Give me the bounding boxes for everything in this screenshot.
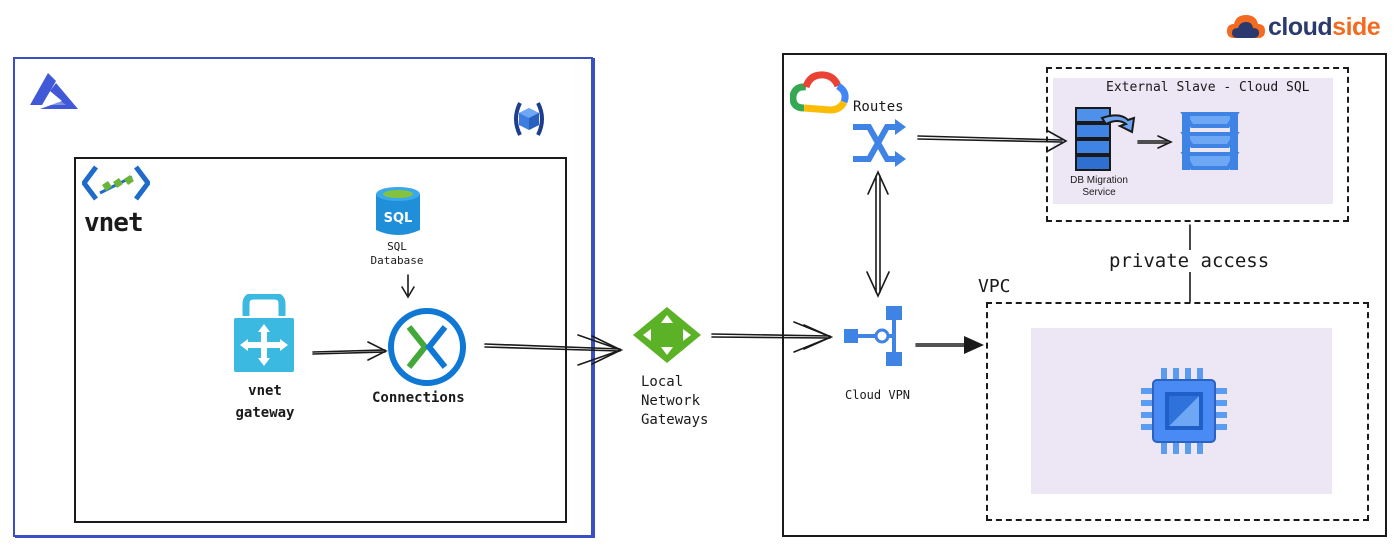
vpc-boundary (986, 302, 1369, 521)
azure-subscription-frame (13, 57, 593, 537)
dms-line2: Service (1082, 187, 1116, 198)
vnet-boundary (74, 157, 567, 523)
vnet-label: vnet (84, 208, 144, 238)
dms-line1: DB Migration (1070, 175, 1128, 186)
azure-logo-icon (30, 73, 78, 109)
google-cloud-logo-icon (790, 71, 849, 114)
routes-label: Routes (853, 99, 904, 115)
brand-part1: cloud (1268, 13, 1333, 41)
cloudside-wordmark: cloudside (1268, 13, 1381, 42)
private-access-label: private access (1107, 250, 1272, 272)
brand-part2: side (1332, 13, 1381, 41)
lng-line2: Network (641, 393, 701, 409)
vpc-label: VPC (978, 276, 1011, 297)
arrow-routes-to-dms (917, 130, 1068, 152)
arrow-gateway-to-connections (312, 341, 388, 361)
db-migration-service-icon (1075, 107, 1136, 171)
arrow-dms-to-cloud-sql (1137, 135, 1173, 149)
gcp-project-frame (782, 53, 1387, 537)
external-slave-label: External Slave - Cloud SQL (1106, 80, 1310, 95)
local-network-gateways-label: Local Network Gateways (641, 373, 708, 430)
lng-line3: Gateways (641, 412, 709, 428)
cloudside-logo-icon (1227, 15, 1265, 38)
arrow-sql-to-connections (401, 274, 415, 299)
external-slave-boundary (1046, 67, 1349, 222)
cloud-vpn-label: Cloud VPN (845, 388, 911, 402)
sql-caption-line1: SQL (387, 240, 407, 253)
connections-label: Connections (372, 390, 465, 406)
vnet-gateway-icon (234, 294, 294, 372)
compute-engine-icon (1141, 368, 1227, 454)
arrow-routes-cloud-vpn (866, 170, 890, 298)
sql-database-label: SQL Database (368, 240, 426, 268)
cloud-vpn-icon (844, 306, 902, 366)
vnet-gateway-line1: vnet (248, 383, 282, 399)
arrowhead-vpc (964, 336, 984, 354)
routes-icon (853, 119, 906, 167)
lng-line1: Local (641, 374, 684, 390)
vnet-icon (82, 165, 150, 201)
local-network-gateway-icon (633, 307, 701, 363)
vnet-gateway-label: vnet gateway (215, 380, 315, 424)
dms-label: DB Migration Service (1064, 175, 1134, 199)
resource-group-icon (514, 102, 544, 136)
sql-caption-line2: Database (370, 254, 424, 267)
sql-database-icon: SQL (376, 187, 420, 235)
arrow-connections-to-lng (484, 334, 624, 366)
arrow-lng-to-cloud-vpn (711, 321, 834, 353)
cloud-sql-icon (1180, 112, 1240, 170)
sql-icon-text: SQL (384, 211, 413, 226)
connections-icon (388, 308, 466, 386)
vnet-gateway-line2: gateway (235, 405, 295, 421)
